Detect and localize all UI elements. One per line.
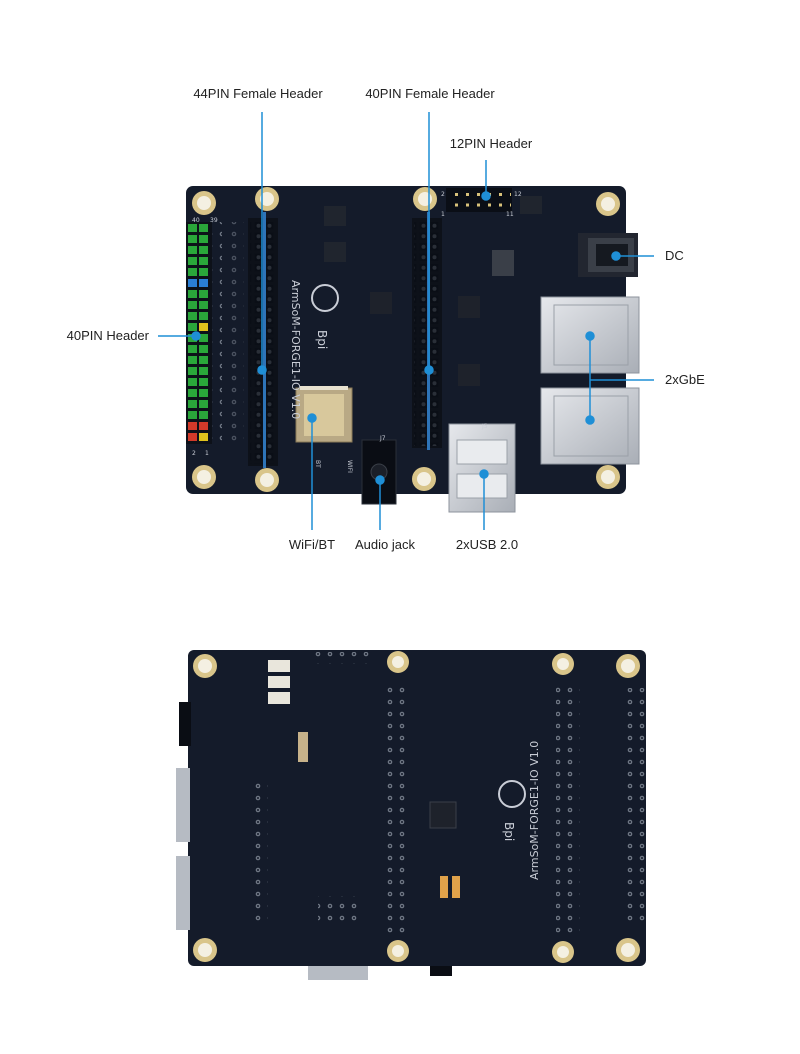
header-pin bbox=[188, 301, 197, 309]
header-pin bbox=[199, 268, 208, 276]
header-pin bbox=[188, 367, 197, 375]
header-pin bbox=[199, 334, 208, 342]
header-pin bbox=[199, 422, 208, 430]
board-name-top: ArmSoM-FORGE1-IO V1.0 bbox=[289, 280, 302, 419]
header-pin bbox=[188, 400, 197, 408]
wifi-mark: WIFI bbox=[346, 460, 353, 473]
pin-39-label: 40 bbox=[192, 217, 200, 224]
header-pin bbox=[188, 411, 197, 419]
wifi-module bbox=[295, 386, 353, 443]
header-pin bbox=[199, 356, 208, 364]
j5-label: J5 bbox=[481, 423, 488, 430]
header-pin bbox=[199, 312, 208, 320]
header-pin bbox=[188, 378, 197, 386]
pin-1-label: 1 bbox=[205, 450, 209, 457]
usb-ports bbox=[448, 423, 516, 513]
header-pin bbox=[199, 433, 208, 441]
header-pin bbox=[188, 279, 197, 287]
header-pin bbox=[188, 312, 197, 320]
board-name-bottom: ArmSoM-FORGE1-IO V1.0 bbox=[528, 741, 541, 880]
dc-jack bbox=[578, 233, 638, 277]
header-pin bbox=[199, 367, 208, 375]
header-pin bbox=[199, 378, 208, 386]
header-pin bbox=[199, 400, 208, 408]
header-pin bbox=[188, 323, 197, 331]
label-44pin-female-header: 44PIN Female Header bbox=[193, 86, 323, 101]
bt-mark: BT bbox=[314, 460, 321, 468]
header-pin bbox=[199, 224, 208, 232]
top-board: J7 ArmSoM-FORGE1-IO V1.0 Bpi 40 39 2 1 2… bbox=[186, 186, 640, 513]
header-pin bbox=[188, 257, 197, 265]
pointer-lines bbox=[158, 112, 654, 530]
header-pin bbox=[199, 290, 208, 298]
header-pin bbox=[199, 301, 208, 309]
header-pin bbox=[188, 356, 197, 364]
header-pin bbox=[199, 323, 208, 331]
label-2xgbe: 2xGbE bbox=[665, 372, 705, 387]
header-pin bbox=[188, 224, 197, 232]
pin12-12-label: 12 bbox=[514, 191, 522, 198]
header-pin bbox=[188, 246, 197, 254]
header-12pin bbox=[446, 188, 512, 212]
mounting-holes-top bbox=[192, 187, 620, 492]
header-pin bbox=[199, 411, 208, 419]
label-12pin-header: 12PIN Header bbox=[449, 136, 533, 151]
header-pin bbox=[199, 345, 208, 353]
logo-top: Bpi bbox=[315, 330, 329, 349]
label-40pin-female-header: 40PIN Female Header bbox=[365, 86, 495, 101]
label-audio-jack: Audio jack bbox=[355, 537, 415, 552]
header-pin bbox=[188, 345, 197, 353]
audio-jack: J7 bbox=[361, 435, 397, 505]
header-44pin-female bbox=[226, 212, 278, 468]
header-pin bbox=[199, 389, 208, 397]
header-pin bbox=[188, 290, 197, 298]
header-pin bbox=[199, 279, 208, 287]
j7-label: J7 bbox=[379, 435, 386, 442]
header-pin bbox=[199, 246, 208, 254]
pin-2-label: 2 bbox=[192, 450, 196, 457]
label-dc: DC bbox=[665, 248, 684, 263]
label-40pin-header: 40PIN Header bbox=[66, 328, 149, 343]
header-40pin-male bbox=[186, 222, 222, 444]
header-pin bbox=[188, 268, 197, 276]
header-pin bbox=[199, 257, 208, 265]
header-40pin-female bbox=[412, 212, 442, 450]
mounting-holes-bottom bbox=[193, 651, 640, 963]
bottom-pcb bbox=[188, 650, 646, 966]
header-pin bbox=[188, 389, 197, 397]
pin12-1-label: 1 bbox=[441, 211, 445, 218]
pin12-11-label: 11 bbox=[506, 211, 514, 218]
header-pin bbox=[188, 235, 197, 243]
bottom-board: Bpi ArmSoM-FORGE1-IO V1.0 bbox=[176, 650, 646, 980]
label-wifi-bt: WiFi/BT bbox=[288, 537, 336, 552]
header-pin bbox=[188, 422, 197, 430]
pin12-2-label: 2 bbox=[441, 191, 445, 198]
pin-40-label: 39 bbox=[210, 217, 218, 224]
header-pin bbox=[188, 433, 197, 441]
header-pin bbox=[199, 235, 208, 243]
logo-bottom: Bpi bbox=[502, 822, 516, 841]
ic-chips bbox=[324, 196, 542, 386]
label-2xusb: 2xUSB 2.0 bbox=[455, 537, 519, 552]
